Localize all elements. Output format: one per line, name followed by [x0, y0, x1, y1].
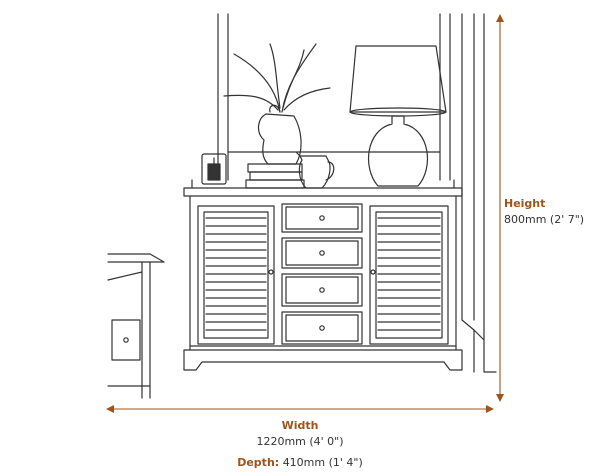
- drawers: [281, 203, 363, 345]
- depth-label: Depth: 410mm (1' 4"): [0, 456, 600, 469]
- books: [245, 163, 305, 189]
- lamp: [349, 45, 447, 187]
- sideboard-drawing: [183, 179, 463, 371]
- jug: [295, 151, 335, 189]
- side-table: [107, 253, 165, 399]
- height-label: Height 800mm (2' 7"): [504, 196, 584, 228]
- width-value: 1220mm (4' 0"): [256, 435, 344, 448]
- depth-title: Depth:: [237, 456, 280, 469]
- dimension-arrows: [106, 14, 504, 413]
- vase: [223, 43, 331, 165]
- right-door-slats: [377, 217, 441, 331]
- width-label: Width 1220mm (4' 0"): [0, 418, 600, 450]
- left-door-slats: [205, 217, 267, 331]
- height-title: Height: [504, 197, 546, 210]
- wall-panel-right: [461, 13, 497, 373]
- width-arrow-right: [486, 405, 494, 413]
- width-arrow-left: [106, 405, 114, 413]
- branches: [223, 43, 331, 113]
- height-arrow-bottom: [496, 394, 504, 402]
- height-value: 800mm (2' 7"): [504, 213, 585, 226]
- candle: [201, 153, 227, 185]
- wall-frame: [217, 13, 451, 181]
- height-arrow-top: [496, 14, 504, 22]
- width-title: Width: [281, 419, 319, 432]
- depth-value: 410mm (1' 4"): [282, 456, 363, 469]
